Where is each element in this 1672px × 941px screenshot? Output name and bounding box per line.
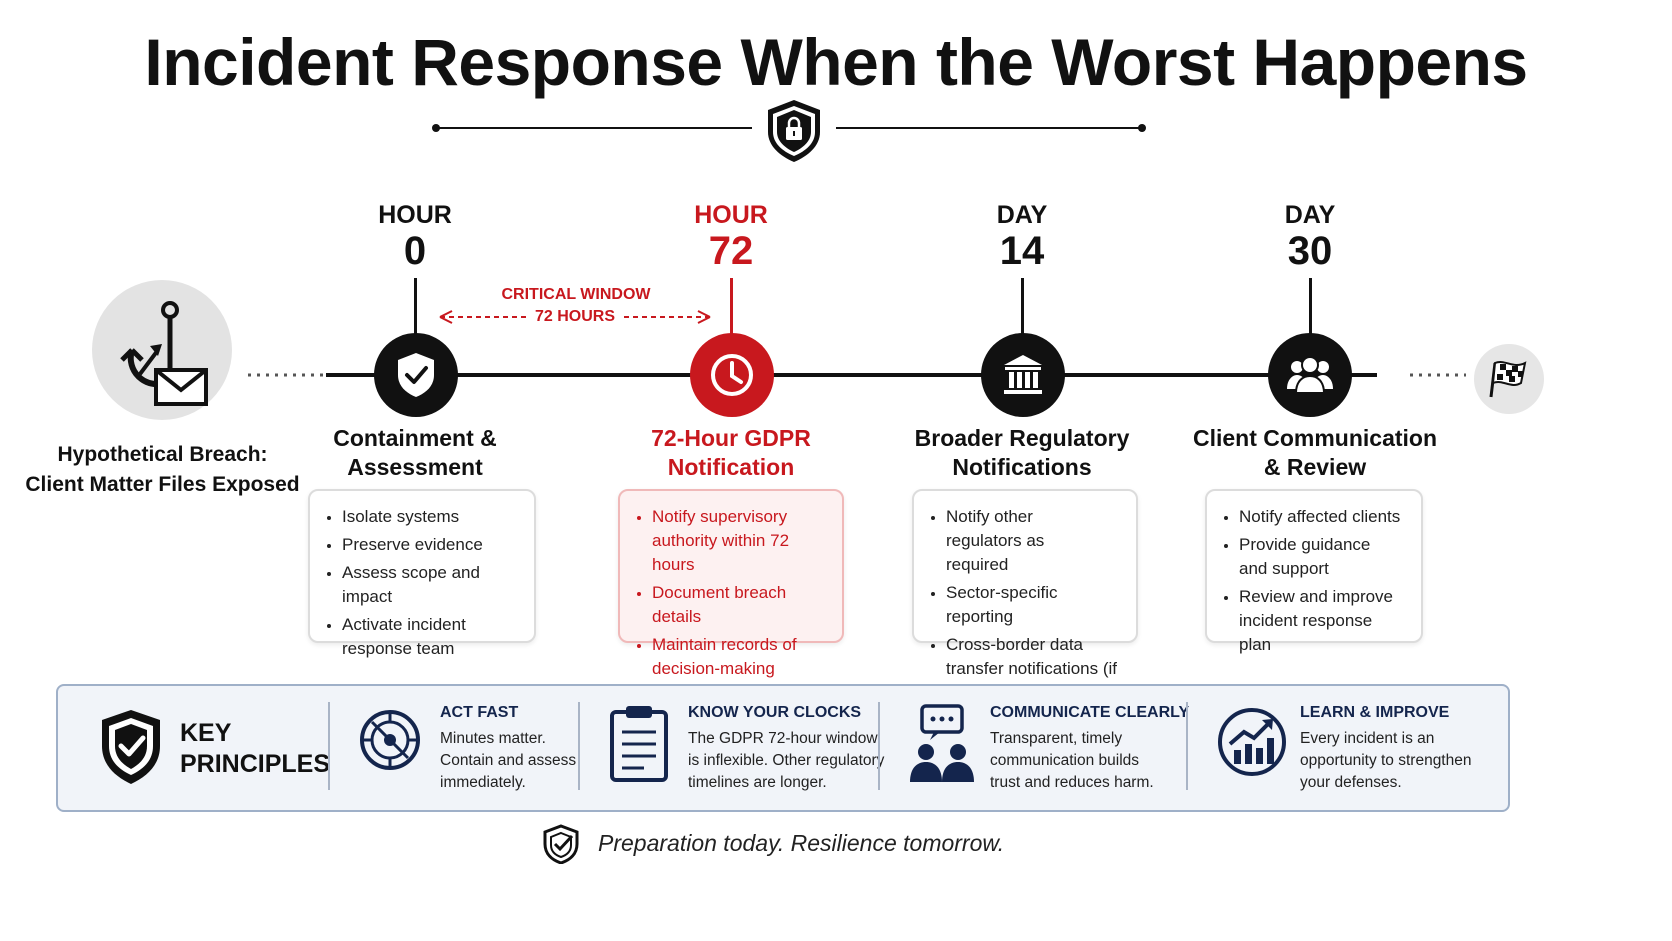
critical-window-arrow: 72 HOURS bbox=[438, 306, 712, 328]
principle-title: KNOW YOUR CLOCKS bbox=[688, 704, 862, 721]
principle-text: timelines are longer. bbox=[688, 774, 827, 791]
stage-3-title: Broader Regulatory Notifications bbox=[915, 424, 1130, 482]
principle-text: immediately. bbox=[440, 774, 526, 791]
principle-text: your defenses. bbox=[1300, 774, 1402, 791]
clock-icon bbox=[711, 354, 753, 396]
tagline: Preparation today. Resilience tomorrow. bbox=[598, 830, 1005, 856]
stage-2-period-label: HOUR bbox=[694, 201, 768, 229]
stage-4-title-line2: & Review bbox=[1263, 454, 1367, 480]
breach-caption: Hypothetical Breach: Client Matter Files… bbox=[10, 440, 315, 500]
growth-chart-icon bbox=[1218, 708, 1286, 776]
stage-3-box: Notify other regulators as required Sect… bbox=[912, 489, 1138, 702]
critical-window-line1: CRITICAL WINDOW bbox=[501, 286, 651, 303]
principle-text: Minutes matter. bbox=[440, 730, 546, 747]
checkered-flag-icon bbox=[1489, 361, 1527, 398]
principle-act-fast: ACT FAST Minutes matter. Contain and ass… bbox=[440, 704, 576, 794]
stage-4-bullet: Provide guidance and support bbox=[1239, 533, 1389, 581]
stage-3-period-value: 14 bbox=[999, 229, 1045, 273]
principles-divider bbox=[878, 702, 880, 790]
stage-1-box: Isolate systems Preserve evidence Assess… bbox=[308, 489, 536, 658]
stage-4-title: Client Communication & Review bbox=[1193, 424, 1437, 482]
stage-4-connector bbox=[1309, 278, 1312, 338]
breach-caption-line1: Hypothetical Breach: bbox=[57, 443, 268, 466]
shield-check-icon bbox=[102, 710, 160, 784]
stage-2-title-line2: Notification bbox=[667, 454, 795, 480]
stage-1-title: Containment & Assessment bbox=[333, 424, 497, 482]
principle-learn-improve: LEARN & IMPROVE Every incident is an opp… bbox=[1300, 704, 1471, 794]
shield-check-icon bbox=[543, 824, 579, 864]
principle-text: trust and reduces harm. bbox=[990, 774, 1154, 791]
principle-text: The GDPR 72-hour window bbox=[688, 730, 878, 747]
stage-2-node bbox=[690, 333, 774, 417]
stage-3-bullet: Sector-specific reporting bbox=[946, 581, 1122, 629]
stage-3-connector bbox=[1021, 278, 1024, 338]
stage-1-title-line2: Assessment bbox=[347, 454, 483, 480]
shield-lock-icon bbox=[768, 100, 820, 162]
shield-check-icon bbox=[398, 353, 434, 397]
government-building-icon bbox=[1004, 355, 1042, 394]
clipboard-icon bbox=[610, 706, 668, 782]
principles-divider bbox=[328, 702, 330, 790]
critical-window-label: CRITICAL WINDOW bbox=[501, 284, 650, 306]
stage-2-title: 72-Hour GDPR Notification bbox=[651, 424, 811, 482]
principle-text: Every incident is an bbox=[1300, 730, 1435, 747]
breach-icon-circle bbox=[92, 280, 232, 420]
stage-1-connector bbox=[414, 278, 417, 338]
principle-text: Transparent, timely bbox=[990, 730, 1123, 747]
stage-4-period-value: 30 bbox=[1287, 229, 1333, 273]
stage-1-title-line1: Containment & bbox=[333, 425, 497, 451]
principle-text: is inflexible. Other regulatory bbox=[688, 752, 885, 769]
stage-4-node bbox=[1268, 333, 1352, 417]
stage-2-bullet: Document breach details bbox=[652, 581, 828, 629]
principles-divider bbox=[578, 702, 580, 790]
stage-4-period-label: DAY bbox=[1284, 201, 1336, 229]
principle-text: opportunity to strengthen bbox=[1300, 752, 1472, 769]
stage-2-bullet: Notify supervisory authority within 72 h… bbox=[652, 505, 828, 577]
stage-3-title-line2: Notifications bbox=[952, 454, 1092, 480]
principles-divider bbox=[1186, 702, 1188, 790]
timeline-axis bbox=[248, 373, 1466, 377]
finish-flag-circle bbox=[1474, 344, 1544, 414]
critical-window-line2: 72 HOURS bbox=[534, 308, 616, 325]
stage-2-box: Notify supervisory authority within 72 h… bbox=[618, 489, 844, 678]
stage-1-bullet: Preserve evidence bbox=[342, 533, 520, 557]
stage-4-bullet: Notify affected clients bbox=[1239, 505, 1407, 529]
stopwatch-target-icon bbox=[360, 710, 420, 770]
stage-3-title-line1: Broader Regulatory bbox=[914, 425, 1130, 451]
stage-3-bullet: Notify other regulators as required bbox=[946, 505, 1106, 577]
key-principles-panel: KEY PRINCIPLES ACT FAST Minutes matter. … bbox=[56, 684, 1510, 812]
stage-1-bullet: Activate incident response team bbox=[342, 613, 522, 661]
stage-4-bullet: Review and improve incident response pla… bbox=[1239, 585, 1399, 657]
principle-know-your-clocks: KNOW YOUR CLOCKS The GDPR 72-hour window… bbox=[688, 704, 884, 794]
stage-2-bullet: Maintain records of decision-making bbox=[652, 633, 812, 681]
people-group-icon bbox=[1287, 356, 1333, 394]
principle-text: Contain and assess bbox=[440, 752, 577, 769]
stage-3-period-label: DAY bbox=[996, 201, 1048, 229]
key-principles-heading: KEY PRINCIPLES bbox=[180, 718, 330, 780]
stage-1-bullet: Assess scope and impact bbox=[342, 561, 520, 609]
stage-1-period-label: HOUR bbox=[378, 201, 452, 229]
page-title: Incident Response When the Worst Happens bbox=[144, 25, 1528, 99]
stage-3-node bbox=[981, 333, 1065, 417]
principle-title: COMMUNICATE CLEARLY bbox=[990, 704, 1190, 721]
principle-title: LEARN & IMPROVE bbox=[1300, 704, 1450, 721]
title-divider bbox=[432, 100, 1146, 162]
stage-1-node bbox=[374, 333, 458, 417]
stage-2-connector bbox=[730, 278, 733, 338]
principle-title: ACT FAST bbox=[440, 704, 519, 721]
stage-1-period-value: 0 bbox=[403, 229, 427, 273]
stage-4-box: Notify affected clients Provide guidance… bbox=[1205, 489, 1423, 654]
principle-text: communication builds bbox=[990, 752, 1140, 769]
stage-1-bullet: Isolate systems bbox=[342, 505, 520, 529]
breach-caption-line2: Client Matter Files Exposed bbox=[25, 473, 300, 496]
phishing-hook-email-icon bbox=[120, 301, 208, 406]
people-chat-icon bbox=[910, 704, 974, 782]
key-principles-heading-line1: KEY bbox=[180, 719, 232, 747]
stage-2-period-value: 72 bbox=[708, 229, 754, 273]
key-principles-heading-line2: PRINCIPLES bbox=[180, 750, 331, 778]
stage-4-title-line1: Client Communication bbox=[1192, 425, 1438, 451]
principle-communicate-clearly: COMMUNICATE CLEARLY Transparent, timely … bbox=[990, 704, 1189, 794]
stage-2-title-line1: 72-Hour GDPR bbox=[651, 425, 811, 451]
